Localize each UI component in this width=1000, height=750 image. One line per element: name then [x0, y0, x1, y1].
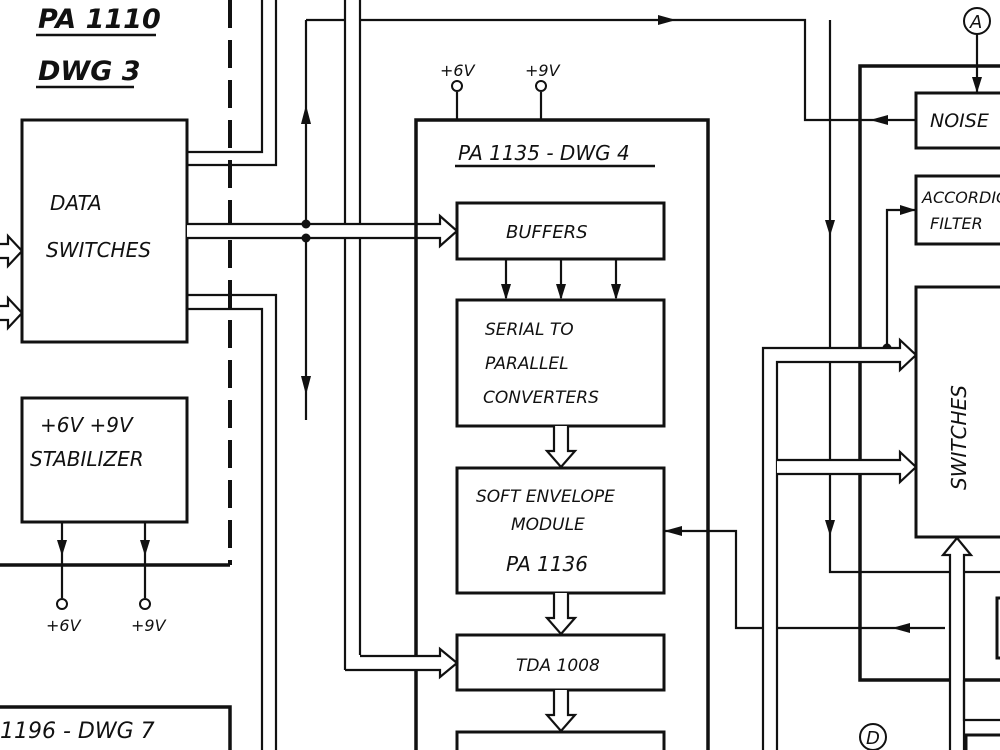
envelope-control-arrow [664, 526, 682, 536]
tda1008-label: TDA 1008 [516, 656, 600, 676]
accordion-filter-line [885, 208, 916, 348]
right-partial-block [995, 596, 1000, 660]
data-line-top-1 [187, 0, 278, 167]
arrow-down-head [301, 376, 311, 395]
pa1196-block-edge [0, 705, 232, 750]
noise-block [914, 91, 1000, 150]
connector-a-label: A [969, 12, 982, 33]
stabilizer-label: +6V +9V STABILIZER [30, 413, 144, 471]
arrow-up-head [301, 105, 311, 124]
title-dwg3: DWG 3 [38, 56, 141, 87]
connector-d-label: D [866, 728, 880, 749]
buffers-arrow-1 [501, 284, 511, 300]
bus-arrow-to-switches-2 [777, 449, 918, 485]
noise-output-arrow [870, 115, 888, 125]
right-vertical-arrow-2 [825, 520, 835, 536]
data-line-bottom-2 [187, 307, 264, 750]
title-pa1110: PA 1110 [38, 4, 161, 35]
buffers-arrow-3 [611, 284, 621, 300]
data-switches-input-arrow-1 [0, 233, 24, 269]
top-9v-label: +9V [525, 61, 561, 80]
right-vertical-arrow-1 [825, 220, 835, 236]
accordion-filter-block [914, 174, 1000, 246]
bus-arrow-to-tda [345, 646, 459, 680]
stabilizer-block [20, 396, 189, 524]
pa1135-frame [414, 118, 710, 750]
title-pa1135-dwg4: PA 1135 - DWG 4 [458, 141, 630, 165]
data-switches-block [20, 118, 189, 344]
bottom-right-line [962, 680, 1000, 722]
top-6v-label: +6V [440, 61, 476, 80]
data-switches-label: DATA SWITCHES [46, 191, 151, 262]
right-vertical-signal [828, 20, 1000, 574]
bus-arrow-up-to-switches [940, 536, 974, 750]
top-9v-pin [535, 80, 547, 92]
soft-envelope-label: SOFT ENVELOPE MODULE PA 1136 [476, 487, 620, 576]
control-line-arrow [892, 623, 910, 633]
bottom-6v-pin [56, 598, 68, 610]
envelope-to-tda-arrow [544, 593, 578, 636]
data-line-top-2 [187, 0, 264, 154]
title-pa1196-dwg7: 1196 - DWG 7 [0, 719, 155, 744]
accordion-filter-label: ACCORDIO FILTER [921, 188, 1000, 233]
buffers-label: BUFFERS [506, 222, 588, 243]
top-6v-pin [451, 80, 463, 92]
top-signal-arrow [658, 15, 676, 25]
right-frame [858, 64, 1000, 682]
bottom-6v-label: +6V [46, 616, 82, 635]
bottom-9v-pin [139, 598, 151, 610]
junction-dot-1 [301, 219, 311, 229]
switches-label: SWITCHES [947, 385, 971, 490]
buffers-arrow-2 [556, 284, 566, 300]
bottom-right-partial-block [964, 733, 1000, 750]
serial-to-parallel-label: SERIAL TO PARALLEL CONVERTERS [483, 320, 599, 408]
noise-label: NOISE [930, 110, 989, 132]
tda-output-arrow [544, 690, 578, 733]
envelope-control-line [664, 529, 945, 630]
stabilizer-9v-arrow [140, 540, 150, 556]
tda1008-block [455, 633, 666, 692]
stabilizer-6v-arrow [57, 540, 67, 556]
buffers-block [455, 201, 666, 261]
connector-d [859, 723, 887, 750]
bus-arrow-to-switches-1 [761, 337, 918, 750]
accordion-filter-arrow [900, 205, 916, 215]
bottom-9v-label: +9V [131, 616, 167, 635]
next-block-partial [455, 730, 666, 750]
data-switches-input-arrow-2 [0, 295, 24, 331]
junction-dot-2 [301, 233, 311, 243]
converters-to-envelope-arrow [544, 426, 578, 469]
switches-block [914, 285, 1000, 539]
data-line-bottom-1 [187, 293, 278, 750]
connector-a-arrow [972, 77, 982, 93]
